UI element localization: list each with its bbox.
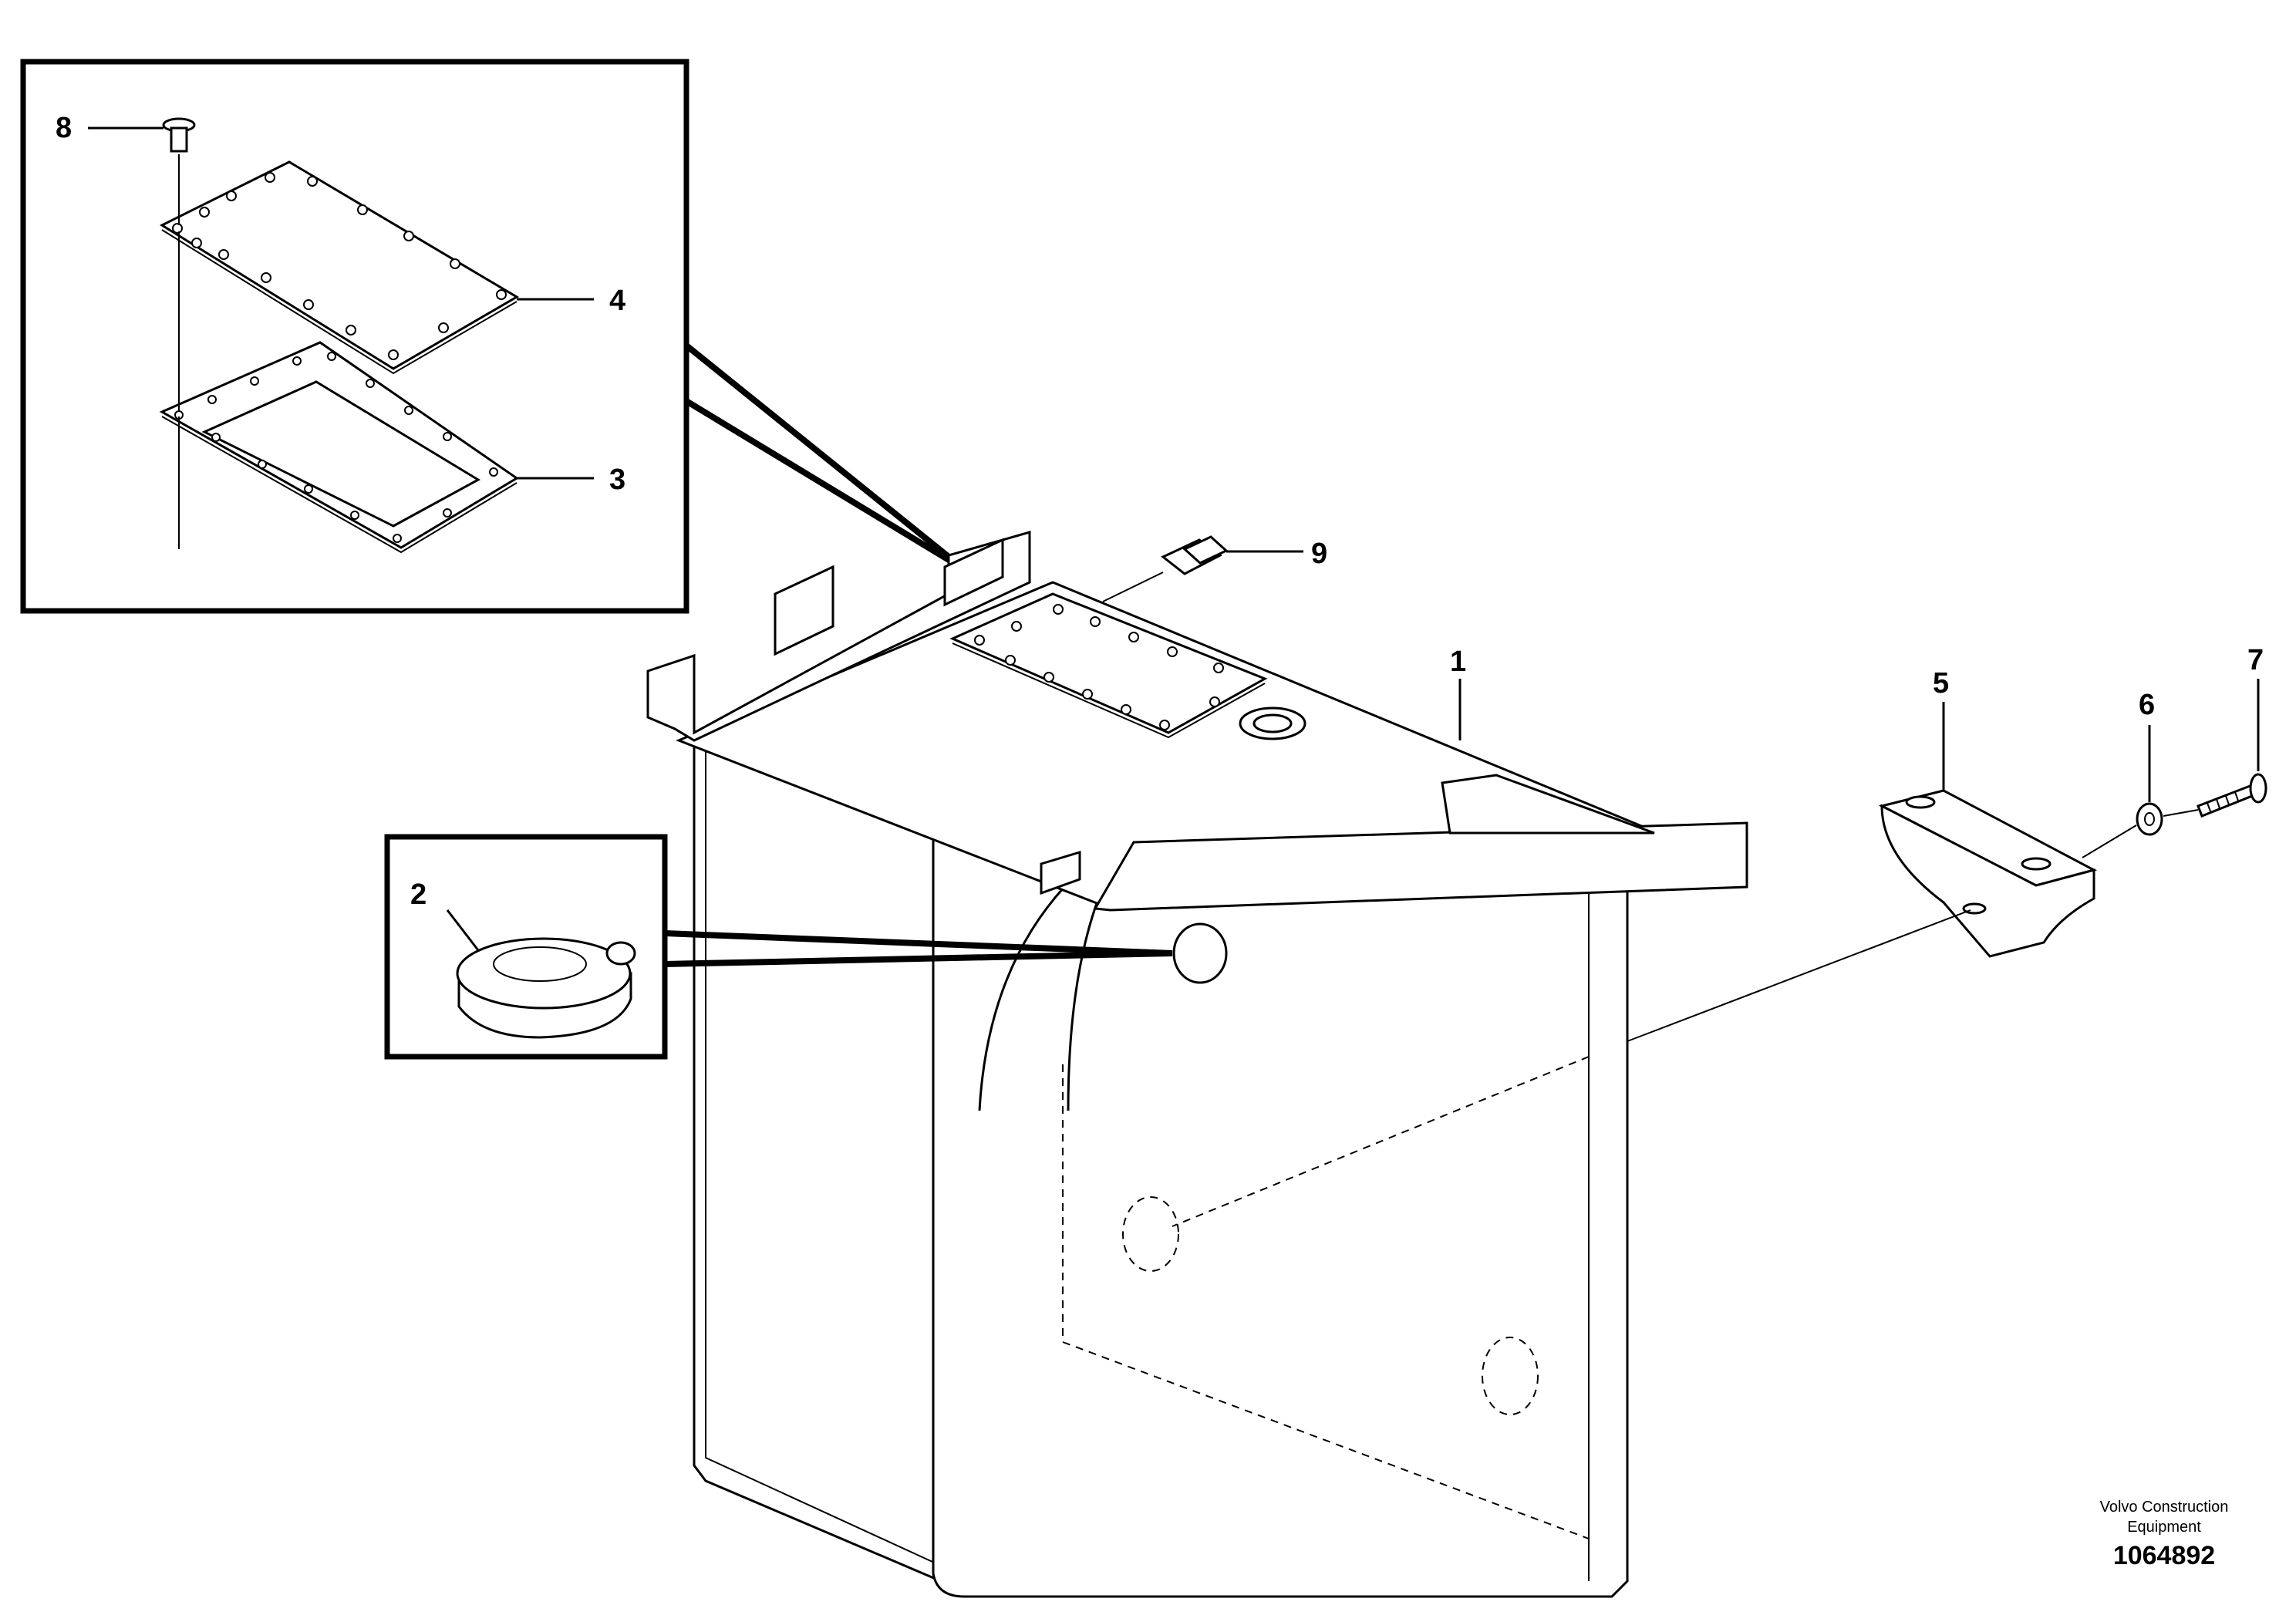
screw bbox=[162, 117, 196, 549]
bracket-assembly: 5 6 7 bbox=[1627, 644, 2267, 1042]
inset-pointer-lines bbox=[684, 342, 966, 572]
document-number: 1064892 bbox=[2113, 1541, 2215, 1570]
callout-5: 5 bbox=[1933, 667, 1949, 700]
inset-cap: 2 bbox=[384, 834, 668, 1060]
cap-pointer-lines bbox=[664, 930, 1173, 967]
gasket-holes bbox=[174, 352, 498, 543]
callout-6: 6 bbox=[2139, 689, 2155, 721]
cover-plate-holes bbox=[172, 172, 507, 360]
callout-9: 9 bbox=[1311, 538, 1327, 570]
bolt bbox=[2197, 773, 2267, 818]
bracket bbox=[1878, 789, 2098, 958]
inset-cover-gasket: 8 4 3 bbox=[20, 59, 689, 614]
callout-8: 8 bbox=[56, 112, 72, 144]
gasket bbox=[159, 341, 519, 554]
callout-4: 4 bbox=[609, 285, 625, 317]
cap bbox=[456, 937, 636, 1039]
callout-1: 1 bbox=[1450, 646, 1466, 678]
washer bbox=[2136, 802, 2163, 836]
tank-cover-plate bbox=[949, 592, 1268, 739]
callout-2: 2 bbox=[410, 878, 426, 911]
callout-7: 7 bbox=[2247, 644, 2264, 676]
callout-3: 3 bbox=[609, 464, 625, 496]
brand-line-2: Equipment bbox=[2127, 1519, 2201, 1536]
drain-fitting bbox=[1102, 535, 1229, 602]
cover-plate bbox=[159, 160, 519, 375]
fuel-tank: 9 1 bbox=[646, 531, 1748, 1598]
brand-line-1: Volvo Construction bbox=[2100, 1499, 2229, 1516]
